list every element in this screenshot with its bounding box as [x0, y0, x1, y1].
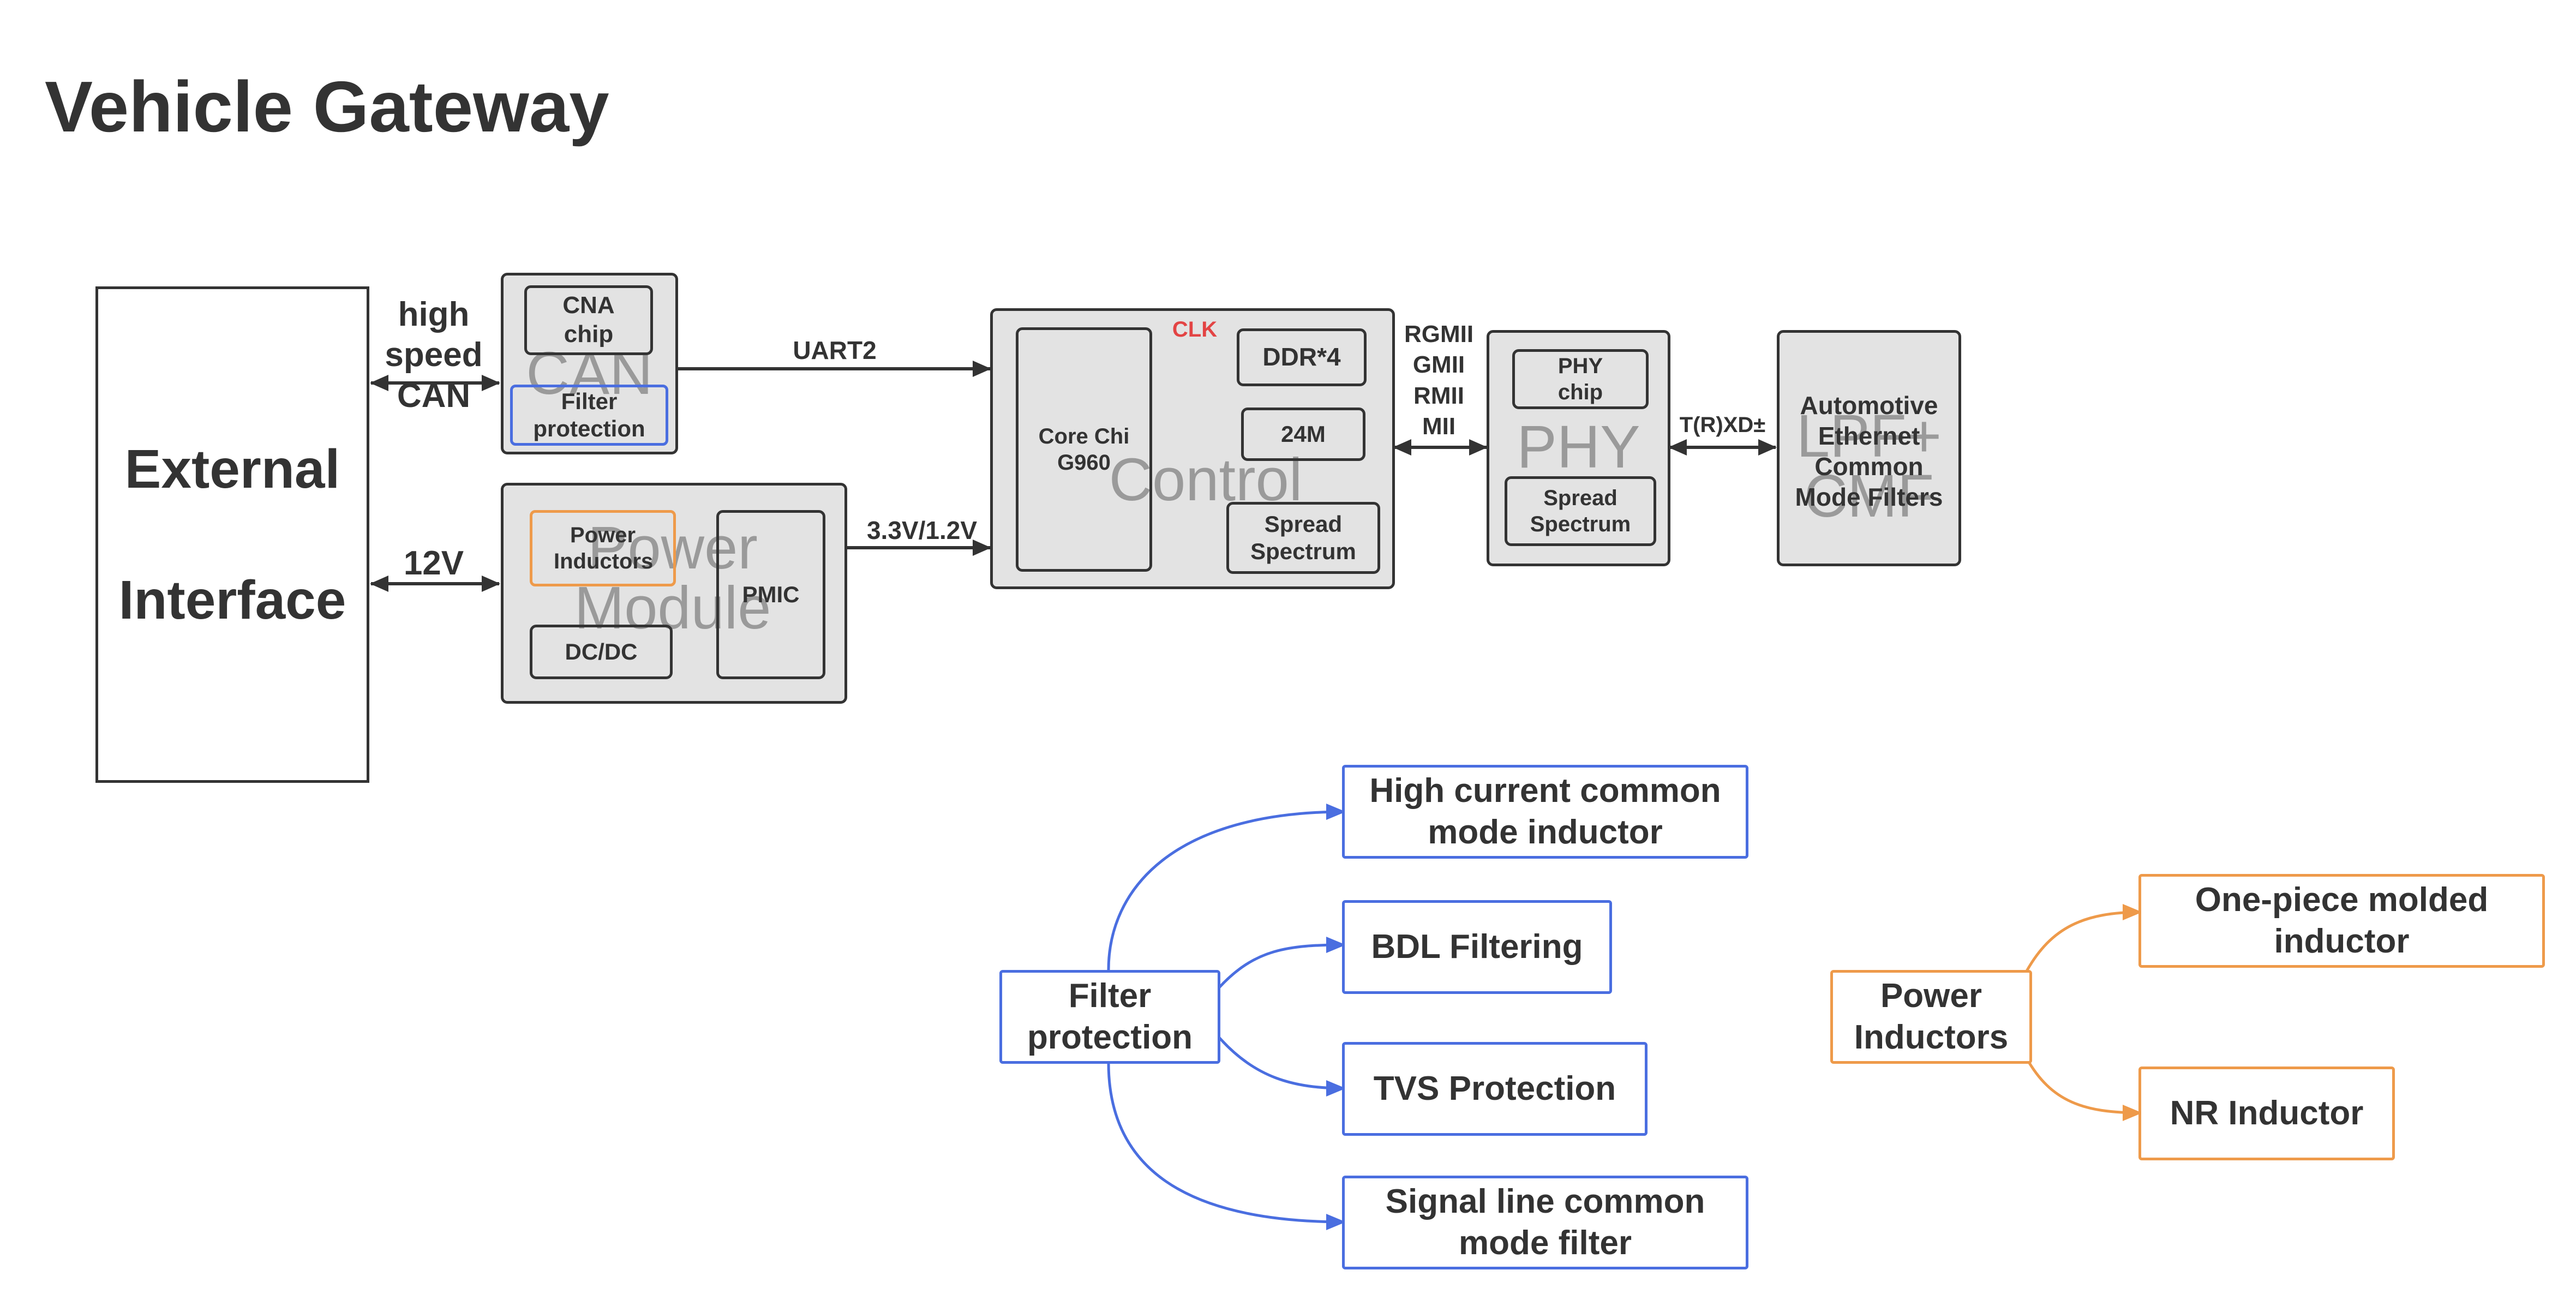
- phy-block: PHY PHY chip Spread Spectrum: [1487, 330, 1670, 566]
- phy-chip-label-2: chip: [1557, 380, 1603, 404]
- rgmii-label-1: RGMII: [1404, 321, 1474, 348]
- hs-can-label-1: high: [398, 296, 470, 333]
- can-filter-label: Filter protection: [533, 388, 645, 441]
- clk-label: CLK: [1172, 317, 1218, 342]
- external-label-2: Interface: [118, 570, 346, 631]
- filter-tree-curve-1: [1107, 804, 1346, 970]
- page-title: Vehicle Gateway: [45, 67, 609, 147]
- power-watermark-2: Module: [574, 574, 771, 642]
- filter-child-4-label-1: Signal line common: [1385, 1183, 1705, 1221]
- rgmii-label-4: MII: [1422, 412, 1456, 440]
- filter-child-3-label: TVS Protection: [1373, 1070, 1616, 1108]
- ethernet-label-1: Automotive: [1800, 391, 1938, 420]
- core-chip-label-1: Core Chi: [1038, 424, 1130, 448]
- phy-spread-box: Spread Spectrum: [1505, 476, 1656, 546]
- can-block: CAN CNA chip Filter protection: [501, 273, 678, 454]
- phy-spread-label-1: Spread: [1543, 486, 1618, 510]
- cna-chip: CNA chip: [524, 285, 653, 355]
- filter-tree-curve-3: [1218, 1037, 1346, 1097]
- power-root-label-1: Power: [1880, 977, 1982, 1015]
- uart2-label: UART2: [793, 336, 877, 364]
- control-spread-label-1: Spread: [1264, 511, 1343, 537]
- phy-chip-box: PHY chip: [1512, 349, 1649, 409]
- filter-root-label-2: protection: [1027, 1019, 1193, 1056]
- core-chip-box: Core Chi G960: [1016, 327, 1152, 572]
- power-watermark: Power Module: [536, 518, 809, 638]
- core-chip-label-2: G960: [1057, 451, 1111, 475]
- ethernet-label-4: Mode Filters: [1795, 483, 1943, 512]
- v12-label: 12V: [403, 544, 464, 582]
- ddr-box: DDR*4: [1237, 328, 1367, 386]
- power-inductors-box: Power Inductors: [530, 510, 676, 586]
- v33-label: 3.3V/1.2V: [866, 516, 978, 544]
- can-filter-protection: Filter protection: [510, 385, 668, 446]
- ethernet-watermark-1: LPF+: [1796, 403, 1942, 470]
- filter-tree-root: Filter protection: [999, 970, 1220, 1064]
- filter-tree-curve-2: [1218, 937, 1346, 989]
- dcdc-box: DC/DC: [530, 625, 673, 679]
- power-watermark-1: Power: [588, 514, 758, 582]
- phy-chip-label-1: PHY: [1557, 354, 1603, 378]
- ddr-label: DDR*4: [1262, 343, 1341, 372]
- cna-chip-label: CNA chip: [562, 292, 615, 348]
- osc-24m-label: 24M: [1281, 421, 1326, 447]
- hs-can-label-3: CAN: [397, 376, 471, 415]
- ethernet-block: LPF+ CMF Automotive Ethernet Common Mode…: [1777, 330, 1961, 566]
- filter-tree-curve-4: [1107, 1062, 1346, 1230]
- power-child-nr: NR Inductor: [2138, 1067, 2395, 1160]
- filter-child-signal-line: Signal line common mode filter: [1342, 1176, 1748, 1269]
- ethernet-label: Automotive Ethernet Common Mode Filters: [1780, 390, 1958, 512]
- filter-child-1-label-2: mode inductor: [1428, 813, 1663, 851]
- phy-watermark: PHY: [1517, 414, 1640, 481]
- power-child-1-label-2: inductor: [2274, 922, 2410, 960]
- filter-child-high-current: High current common mode inductor: [1342, 765, 1748, 859]
- filter-child-2-label: BDL Filtering: [1371, 928, 1583, 966]
- hs-can-label: high speed CAN: [376, 295, 491, 416]
- ethernet-watermark: LPF+ CMF: [1780, 406, 1958, 526]
- power-root-label-2: Inductors: [1854, 1019, 2009, 1056]
- external-interface-box: External Interface: [95, 286, 369, 783]
- external-label-1: External: [124, 439, 340, 500]
- power-child-one-piece: One-piece molded inductor: [2138, 874, 2545, 968]
- power-tree-root: Power Inductors: [1830, 970, 2032, 1064]
- power-tree-curve-1: [2025, 904, 2142, 972]
- rgmii-label-3: RMII: [1413, 382, 1464, 409]
- phy-spread-label-2: Spectrum: [1530, 512, 1631, 536]
- ethernet-label-3: Common: [1814, 452, 1924, 481]
- ethernet-label-2: Ethernet: [1818, 422, 1920, 451]
- power-inductors-label: Power Inductors: [554, 523, 654, 573]
- power-child-2-label: NR Inductor: [2170, 1094, 2364, 1133]
- dcdc-label: DC/DC: [565, 638, 638, 664]
- rgmii-label-2: GMII: [1412, 351, 1465, 379]
- control-spread-box: Spread Spectrum: [1226, 502, 1380, 574]
- filter-child-4-label-2: mode filter: [1459, 1224, 1632, 1262]
- ethernet-watermark-2: CMF: [1804, 463, 1934, 530]
- filter-child-bdl: BDL Filtering: [1342, 900, 1612, 994]
- filter-child-1-label-1: High current common: [1369, 772, 1721, 810]
- txd-label: T(R)XD±: [1679, 413, 1766, 437]
- pmic-box: PMIC: [716, 510, 825, 679]
- pmic-label: PMIC: [742, 581, 800, 607]
- control-block: Control Core Chi G960 CLK DDR*4 24M Spre…: [990, 308, 1395, 589]
- hs-can-label-2: speed: [385, 336, 483, 374]
- filter-child-tvs: TVS Protection: [1342, 1042, 1648, 1136]
- osc-24m-box: 24M: [1241, 408, 1365, 461]
- control-spread-label-2: Spectrum: [1250, 538, 1356, 564]
- rgmii-label: RGMII GMII RMII MII: [1394, 319, 1484, 442]
- power-child-1-label-1: One-piece molded: [2195, 881, 2489, 919]
- power-block: Power Module Power Inductors DC/DC PMIC: [501, 483, 847, 704]
- power-tree-curve-2: [2025, 1057, 2142, 1121]
- filter-root-label-1: Filter: [1068, 977, 1152, 1015]
